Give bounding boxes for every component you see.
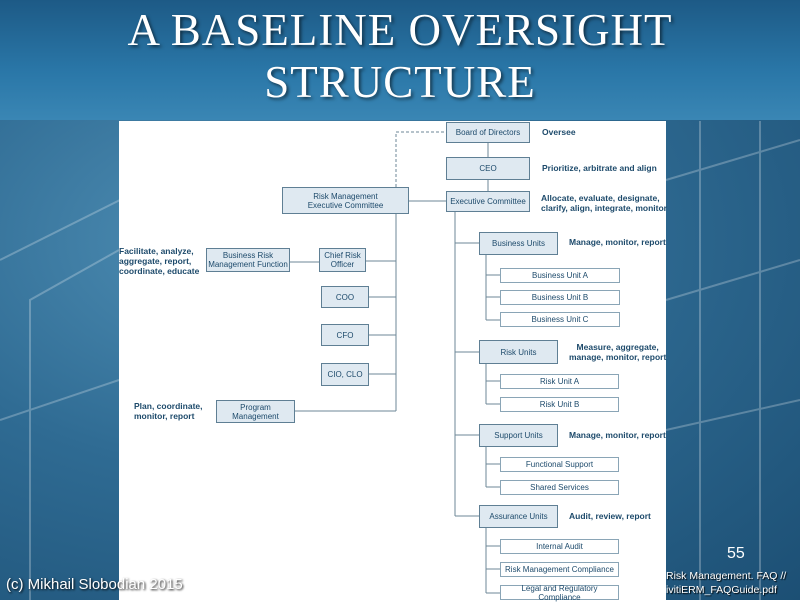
- exec-note-line2: clarify, align, integrate, monitor: [541, 203, 667, 213]
- rm-compliance-box: Risk Management Compliance: [500, 562, 619, 577]
- bu-item-a: Business Unit A: [531, 271, 589, 280]
- ceo-box: CEO: [446, 157, 530, 180]
- exec-note: Allocate, evaluate, designate, clarify, …: [541, 193, 667, 213]
- ru-note: Measure, aggregate, manage, monitor, rep…: [569, 342, 666, 362]
- slide-title: A BASELINE OVERSIGHT STRUCTURE: [0, 4, 800, 108]
- rmec-line2: Executive Committee: [307, 200, 384, 210]
- coo-box: COO: [321, 286, 369, 308]
- bu-note: Manage, monitor, report: [569, 237, 666, 247]
- copyright-footer: (c) Mikhail Slobodian 2015: [6, 576, 183, 593]
- board-note: Oversee: [542, 127, 576, 137]
- slide-title-line1: A BASELINE OVERSIGHT: [127, 5, 673, 55]
- support-units-box: Support Units: [479, 424, 558, 447]
- connector-lines: [290, 131, 500, 594]
- cfo-label: CFO: [336, 330, 354, 340]
- shared-services-box: Shared Services: [500, 480, 619, 495]
- board-label: Board of Directors: [455, 128, 521, 137]
- assurance-units-box: Assurance Units: [479, 505, 558, 528]
- bu-item-b: Business Unit B: [531, 293, 589, 302]
- brm-note: Facilitate, analyze, aggregate, report, …: [119, 246, 199, 276]
- au-note: Audit, review, report: [569, 511, 651, 521]
- su-note: Manage, monitor, report: [569, 430, 666, 440]
- functional-support-box: Functional Support: [500, 457, 619, 472]
- au-item-2: Risk Management Compliance: [505, 565, 614, 574]
- exec-note-line1: Allocate, evaluate, designate,: [541, 193, 660, 203]
- business-units-box: Business Units: [479, 232, 558, 255]
- risk-unit-b-box: Risk Unit B: [500, 397, 619, 412]
- risk-units-box: Risk Units: [479, 340, 558, 364]
- su-item-2: Shared Services: [530, 483, 589, 492]
- legal-compliance-box: Legal and Regulatory Compliance: [500, 583, 619, 602]
- ceo-label: CEO: [479, 164, 497, 173]
- business-unit-b-box: Business Unit B: [500, 290, 620, 305]
- slide-title-line2: STRUCTURE: [264, 57, 536, 107]
- brm-line2: Management Function: [208, 260, 288, 269]
- pm-note-line2: monitor, report: [134, 411, 195, 421]
- source-citation: Risk Management. FAQ // ivitiERM_FAQGuid…: [666, 569, 786, 597]
- page-number: 55: [727, 545, 745, 562]
- cro-line1: Chief Risk: [324, 251, 361, 260]
- title-band: [0, 0, 800, 120]
- pm-line1: Program: [240, 402, 271, 412]
- business-unit-c-box: Business Unit C: [500, 312, 620, 327]
- brm-note-line1: Facilitate, analyze,: [119, 246, 194, 256]
- su-item-1: Functional Support: [525, 460, 594, 469]
- pm-note: Plan, coordinate, monitor, report: [134, 401, 203, 421]
- ru-item-a: Risk Unit A: [539, 377, 580, 386]
- cio-clo-box: CIO, CLO: [321, 363, 369, 386]
- brm-note-line3: coordinate, educate: [119, 266, 200, 276]
- cro-line2: Officer: [330, 260, 355, 269]
- pm-line2: Management: [232, 411, 279, 421]
- cfo-box: CFO: [321, 324, 369, 346]
- bu-item-c: Business Unit C: [531, 315, 589, 324]
- su-label: Support Units: [494, 431, 543, 440]
- exec-label: Executive Committee: [450, 197, 526, 206]
- au-item-1: Internal Audit: [536, 542, 583, 551]
- ru-note-line2: manage, monitor, report: [569, 352, 667, 362]
- rmec-line1: Risk Management: [313, 191, 378, 201]
- ru-item-b: Risk Unit B: [539, 400, 580, 409]
- coo-label: COO: [335, 292, 355, 302]
- source-line2: ivitiERM_FAQGuide.pdf: [666, 584, 777, 596]
- brm-line1: Business Risk: [222, 251, 274, 260]
- cio-label: CIO, CLO: [327, 370, 363, 379]
- ru-note-line1: Measure, aggregate,: [576, 342, 659, 352]
- internal-audit-box: Internal Audit: [500, 539, 619, 554]
- board-of-directors-box: Board of Directors: [446, 122, 530, 143]
- executive-committee-box: Executive Committee: [446, 191, 530, 212]
- brm-note-line2: aggregate, report,: [119, 256, 192, 266]
- risk-unit-a-box: Risk Unit A: [500, 374, 619, 389]
- bu-label: Business Units: [492, 239, 545, 248]
- au-item-3: Legal and Regulatory Compliance: [521, 583, 598, 602]
- au-label: Assurance Units: [489, 512, 548, 521]
- business-unit-a-box: Business Unit A: [500, 268, 620, 283]
- ceo-note: Prioritize, arbitrate and align: [542, 163, 657, 173]
- pm-note-line1: Plan, coordinate,: [134, 401, 203, 411]
- ru-label: Risk Units: [500, 347, 537, 357]
- source-line1: Risk Management. FAQ //: [666, 570, 787, 582]
- org-chart-diagram: Board of Directors Oversee CEO Prioritiz…: [119, 121, 667, 602]
